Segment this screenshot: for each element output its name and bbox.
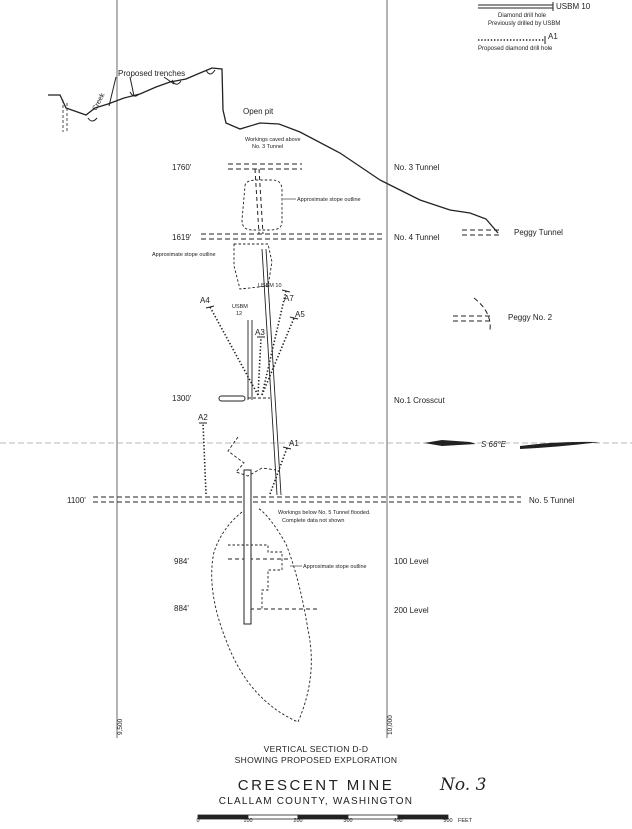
level-label-100: 100 Level [394, 557, 429, 566]
usbm12-label-b: 12 [236, 311, 242, 317]
scale-tick-400: 400 [393, 818, 402, 824]
tunnel-peggy [462, 229, 502, 236]
hole-label-a3: A3 [255, 328, 265, 337]
elevation-1100: 1100' [67, 496, 86, 505]
raise-upper [254, 168, 264, 235]
usbm-hole-10 [261, 248, 282, 496]
scale-tick-200: 200 [293, 818, 302, 824]
stope-lower [211, 507, 312, 723]
scale-bar [197, 814, 449, 820]
coord-label-9500: 9,500 [117, 718, 124, 735]
hole-a7 [261, 290, 287, 396]
scale-tick-100: 100 [243, 818, 252, 824]
title-mine: CRESCENT MINE [238, 777, 394, 794]
level-label-no4: No. 4 Tunnel [394, 233, 440, 242]
hole-a4 [209, 306, 259, 396]
usbm-hole-12 [247, 320, 253, 400]
hole-collar-ticks [199, 289, 299, 450]
legend-existing-hole-line1: Diamond drill hole [498, 13, 547, 19]
scale-unit: FEET [458, 818, 473, 824]
proposed-holes [202, 290, 295, 495]
surface-profile [48, 67, 499, 234]
elevation-1760: 1760' [172, 163, 192, 172]
bearing-arrow-left [424, 440, 476, 446]
bearing-arrow-right [520, 441, 600, 449]
hole-a5 [261, 317, 295, 396]
level-label-peggy-tunnel: Peggy Tunnel [514, 228, 563, 237]
tunnel-no3 [228, 163, 302, 170]
open-pit-label: Open pit [243, 107, 274, 116]
legend: USBM 10 Diamond drill hole Previously dr… [478, 2, 591, 52]
hole-a3 [257, 337, 262, 396]
tunnel-no4 [201, 233, 384, 240]
hole-label-a2: A2 [198, 413, 208, 422]
creek-label: Creek [92, 92, 107, 112]
elevation-984: 984' [174, 557, 189, 566]
stope-label-lower: Approximate stope outline [303, 564, 367, 570]
hole-a1 [269, 447, 288, 495]
winze-shaft [243, 469, 252, 625]
proposed-trenches-label: Proposed trenches [118, 69, 185, 78]
level-label-no3: No. 3 Tunnel [394, 163, 440, 172]
level-label-peggy-no2: Peggy No. 2 [508, 313, 553, 322]
hole-a2 [202, 422, 207, 495]
hole-label-a4: A4 [200, 296, 210, 305]
proposed-trenches [87, 69, 216, 122]
elevation-884: 884' [174, 604, 189, 613]
level-label-200: 200 Level [394, 606, 429, 615]
legend-proposed-hole-symbol [478, 36, 546, 44]
title-county: CLALLAM COUNTY, WASHINGTON [219, 796, 413, 807]
sheet-number: No. 3 [439, 775, 486, 795]
flooded-label-1: Workings below No. 5 Tunnel flooded. [278, 510, 371, 516]
elevation-1300: 1300' [172, 394, 192, 403]
scale-tick-500: 500 [443, 818, 452, 824]
crosscut-no1 [218, 395, 270, 402]
creek-channel [62, 100, 68, 132]
hole-label-a5: A5 [295, 310, 305, 319]
stope-upper [241, 179, 283, 231]
tunnel-no5 [93, 496, 521, 503]
workings-no5 [227, 436, 277, 477]
scale-tick-0: 0 [196, 818, 199, 824]
hole-label-a7: A7 [284, 294, 294, 303]
stope-label-upper: Approximate stope outline [297, 197, 361, 203]
legend-existing-hole-symbol [478, 2, 554, 11]
legend-proposed-hole-label: A1 [548, 32, 558, 41]
elevation-1619: 1619' [172, 233, 192, 242]
flooded-label-2: Complete data not shown [282, 518, 344, 524]
bearing-label: S 66°E [481, 440, 507, 449]
legend-existing-hole-label: USBM 10 [556, 2, 591, 11]
usbm12-label-a: USBM [232, 304, 248, 310]
tunnel-peggy-no2 [453, 297, 491, 331]
level-label-no5: No. 5 Tunnel [529, 496, 575, 505]
coord-label-10000: 10,000 [387, 715, 394, 735]
scale-tick-300: 300 [343, 818, 352, 824]
hole-label-a1: A1 [289, 439, 299, 448]
legend-proposed-hole-line1: Proposed diamond drill hole [478, 46, 553, 52]
usbm10-label: USBM 10 [258, 283, 282, 289]
workings-caved-label-1: Workings caved above [245, 137, 301, 143]
title-section: VERTICAL SECTION D-D [264, 744, 369, 754]
stope-label-middle: Approximate stope outline [152, 252, 216, 258]
workings-caved-label-2: No. 3 Tunnel [252, 144, 283, 150]
title-subtitle: SHOWING PROPOSED EXPLORATION [235, 755, 398, 765]
level-label-no1: No.1 Crosscut [394, 396, 445, 405]
stope-lower-steps [228, 544, 283, 610]
legend-existing-hole-line2: Previously drilled by USBM [488, 21, 560, 27]
